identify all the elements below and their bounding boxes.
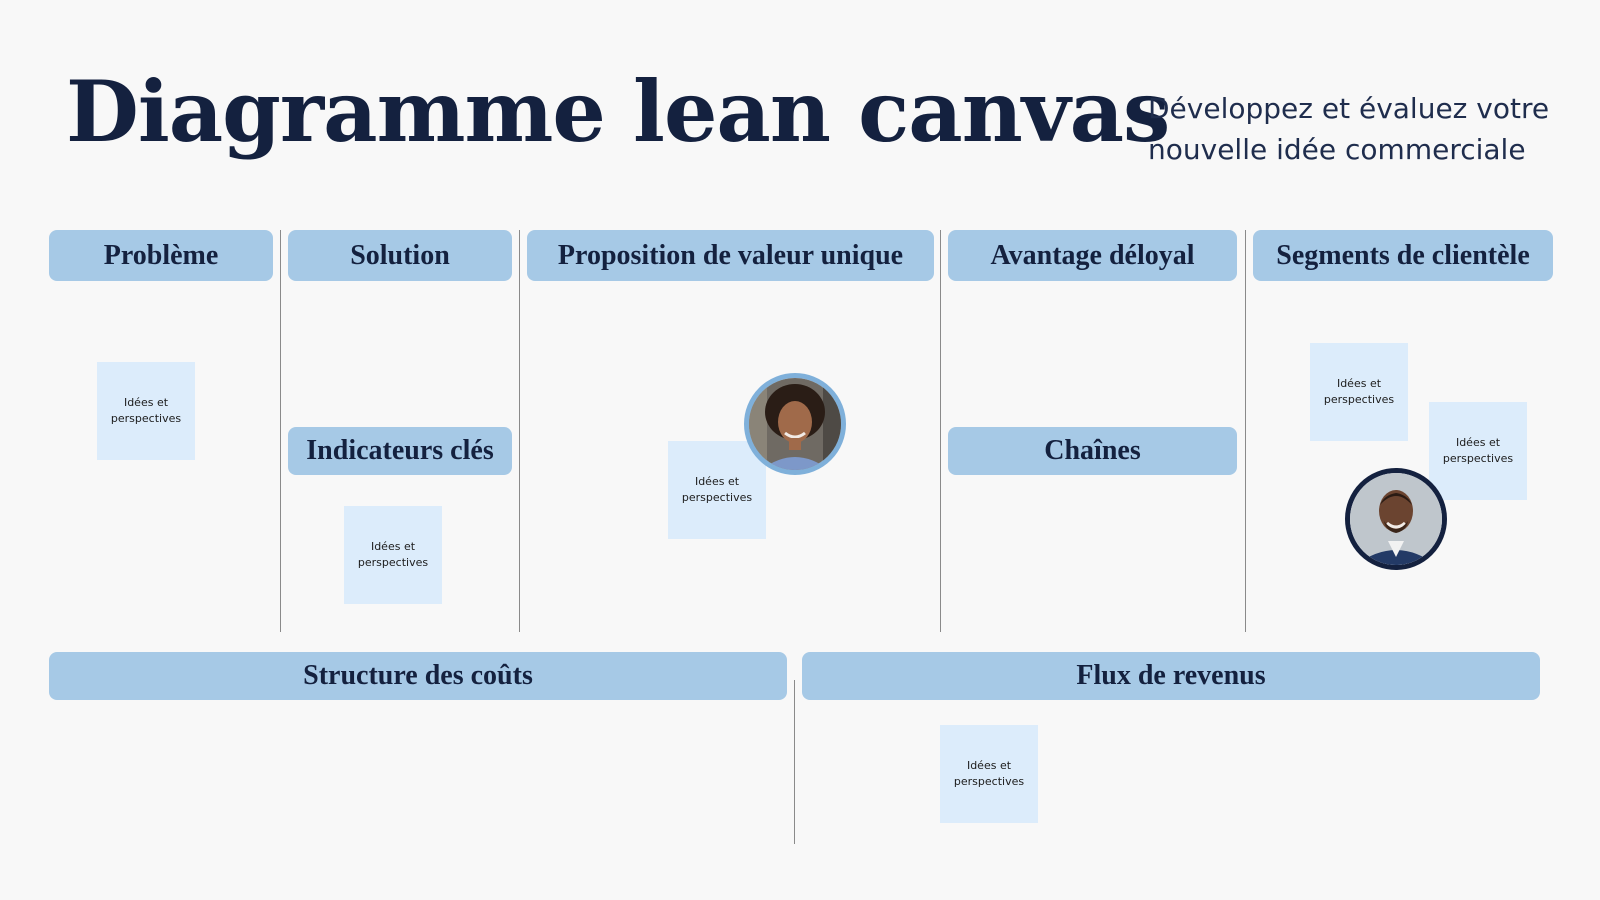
header-chaines: Chaînes: [948, 427, 1237, 475]
sticky-note-proposition[interactable]: Idées et perspectives: [668, 441, 766, 539]
divider-5: [794, 680, 795, 844]
header-couts: Structure des coûts: [49, 652, 787, 700]
sticky-note-revenus[interactable]: Idées et perspectives: [940, 725, 1038, 823]
header-indicateurs: Indicateurs clés: [288, 427, 512, 475]
sticky-note-segments-1[interactable]: Idées et perspectives: [1310, 343, 1408, 441]
divider-3: [940, 230, 941, 632]
header-proposition: Proposition de valeur unique: [527, 230, 934, 281]
sticky-note-segments-2[interactable]: Idées et perspectives: [1429, 402, 1527, 500]
man-avatar-image: [1350, 473, 1442, 565]
header-solution: Solution: [288, 230, 512, 281]
divider-4: [1245, 230, 1246, 632]
page-title: Diagramme lean canvas: [66, 62, 1170, 161]
woman-avatar-image: [749, 378, 841, 470]
header-segments: Segments de clientèle: [1253, 230, 1553, 281]
sticky-note-indicateurs[interactable]: Idées et perspectives: [344, 506, 442, 604]
divider-2: [519, 230, 520, 632]
man-avatar: [1345, 468, 1447, 570]
page-subtitle: Développez et évaluez votre nouvelle idé…: [1148, 92, 1550, 166]
divider-1: [280, 230, 281, 632]
woman-avatar: [744, 373, 846, 475]
sticky-note-probleme[interactable]: Idées et perspectives: [97, 362, 195, 460]
header-probleme: Problème: [49, 230, 273, 281]
header-avantage: Avantage déloyal: [948, 230, 1237, 281]
header-revenus: Flux de revenus: [802, 652, 1540, 700]
